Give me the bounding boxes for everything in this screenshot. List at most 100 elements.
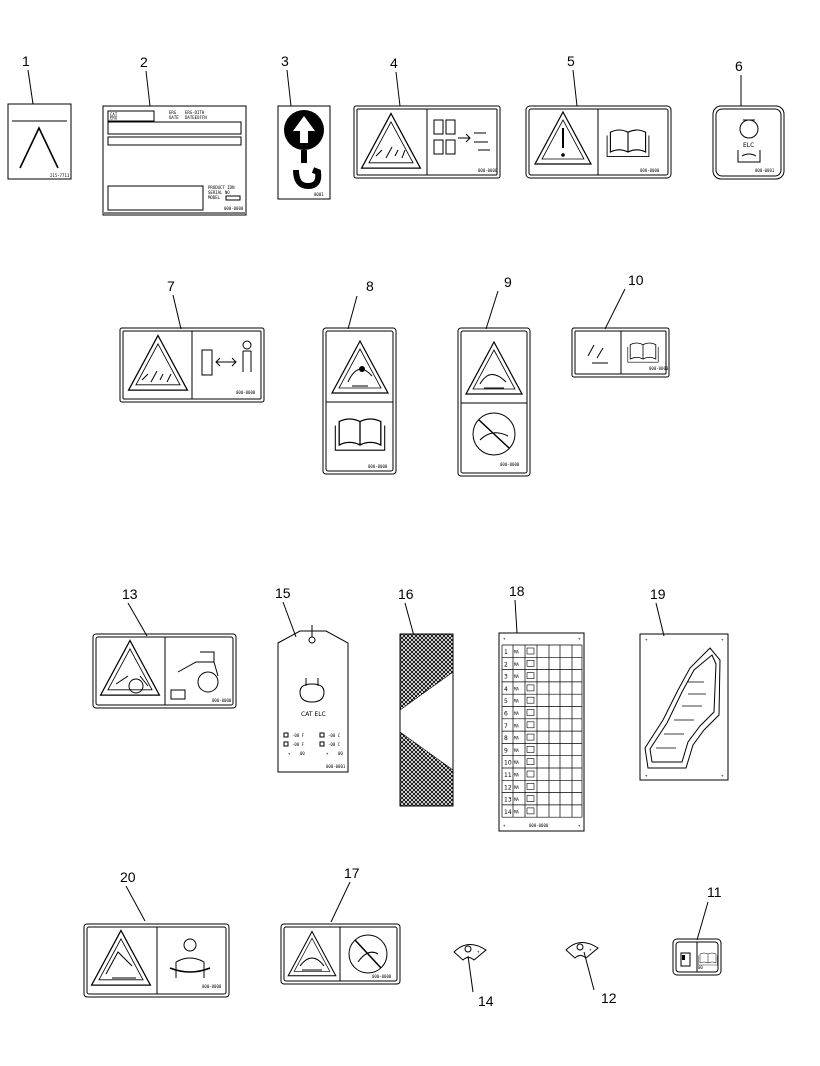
decal-18-row-code: MA [514, 748, 519, 753]
svg-text:000-0000: 000-0000 [640, 168, 660, 173]
svg-text:-00 C: -00 C [328, 733, 341, 738]
svg-text:000-0000: 000-0000 [529, 823, 549, 828]
callout-9: 9 [504, 274, 512, 290]
svg-text:00: 00 [698, 965, 703, 970]
svg-text:000-0000: 000-0000 [212, 698, 232, 703]
svg-text:+: + [477, 949, 480, 954]
svg-text:+: + [645, 637, 648, 642]
svg-text:000-0000: 000-0000 [649, 366, 669, 371]
callout-5: 5 [567, 53, 575, 69]
decal-18-row-number: 9 [504, 747, 508, 754]
decal-18-symbol-icon [526, 684, 535, 692]
decal-18-symbol-icon [526, 721, 535, 729]
decal-18-row-code: MA [514, 686, 519, 691]
svg-text:00: 00 [300, 751, 305, 756]
callout-2: 2 [140, 54, 148, 70]
decal-15-label: CAT ELC [301, 711, 326, 718]
decal-18-row-number: 10 [504, 760, 512, 767]
callout-10: 10 [628, 272, 644, 288]
decal-18-symbol-icon [526, 770, 535, 778]
decal-18-row-number: 4 [504, 686, 508, 693]
decal-18-row-number: 8 [504, 735, 508, 742]
svg-text:OATE: OATE [169, 115, 179, 120]
decal-18-symbol-icon [526, 782, 535, 790]
decal-18-row-code: MA [514, 711, 519, 716]
decal-18-row-number: 2 [504, 661, 508, 668]
decal-18-symbol-icon [526, 709, 535, 716]
callout-18: 18 [509, 583, 525, 599]
svg-text:ERG: ERG [169, 110, 177, 115]
decal-12: + [565, 942, 599, 959]
decal-18-row-code: MA [514, 785, 519, 790]
decal-3: 0001 [277, 105, 331, 200]
decal-20: 000-0000 [83, 923, 230, 998]
svg-text:+: + [326, 751, 329, 756]
decal-18-symbol-icon [526, 696, 535, 704]
svg-text:SERIAL NO: SERIAL NO [208, 190, 230, 195]
svg-text:-00 F: -00 F [292, 733, 305, 738]
svg-text:+: + [503, 823, 506, 828]
decal-18-row-number: 1 [504, 649, 508, 656]
decal-18-row-code: MA [514, 699, 519, 704]
callout-7: 7 [167, 278, 175, 294]
decal-18-row-number: 3 [504, 674, 508, 681]
callout-20: 20 [120, 869, 136, 885]
decal-18-row-code: MA [514, 736, 519, 741]
decal-5: 000-0000 [525, 105, 672, 179]
decal-18-row-code: MA [514, 723, 519, 728]
decal-4: 000-0000 [353, 105, 501, 179]
decal-18-row-number: 14 [504, 809, 512, 816]
svg-text:PRODUCT IDN: PRODUCT IDN [208, 185, 235, 190]
svg-text:+: + [288, 751, 291, 756]
callout-19: 19 [650, 586, 666, 602]
decal-18-symbol-icon [526, 659, 535, 667]
decal-18-row-code: MA [514, 797, 519, 802]
callout-12: 12 [601, 990, 617, 1006]
decal-18-symbol-icon [526, 795, 535, 802]
svg-text:-00 C: -00 C [328, 742, 341, 747]
svg-text:00: 00 [338, 751, 343, 756]
svg-text:+: + [578, 823, 581, 828]
decal-14: + [453, 944, 487, 961]
decal-18-row-code: MA [514, 760, 519, 765]
svg-text:MODEL: MODEL [208, 195, 221, 200]
svg-text:000-0000: 000-0000 [372, 974, 392, 979]
decal-10: 000-0000 [571, 327, 670, 378]
decal-6: ELC 000-0001 [712, 105, 785, 180]
decal-18-symbol-icon [526, 733, 535, 741]
callout-1: 1 [22, 53, 30, 69]
svg-text:215-7711: 215-7711 [50, 173, 70, 178]
decal-2: CAT ERG ERG ERG-DITH OATE DATEEOFFN PROD… [102, 105, 247, 216]
svg-text:+: + [503, 636, 506, 641]
callout-4: 4 [390, 55, 398, 71]
svg-text:000-0000: 000-0000 [478, 168, 498, 173]
decal-18-row-number: 11 [504, 772, 512, 779]
callout-8: 8 [366, 278, 374, 294]
callout-3: 3 [281, 53, 289, 69]
svg-text:000-0000: 000-0000 [224, 206, 244, 211]
decal-18-symbol-icon [526, 672, 535, 679]
callout-13: 13 [122, 586, 138, 602]
svg-text:000-0001: 000-0001 [755, 168, 775, 173]
svg-text:000-0000: 000-0000 [368, 464, 388, 469]
leader-lines [27, 69, 742, 993]
decal-19: + + + + [639, 633, 729, 781]
decal-15: CAT ELC -00 F -00 F -00 C -00 C + 00 + 0… [277, 625, 349, 773]
decal-18-symbol-icon [526, 647, 535, 655]
decal-1: 215-7711 [7, 103, 72, 180]
decal-13: 000-0000 [92, 633, 237, 709]
svg-text:-00 F: -00 F [292, 742, 305, 747]
decal-8: 000-0000 [322, 327, 397, 475]
decal-18-row-code: MA [514, 662, 519, 667]
decal-17: 000-0000 [280, 923, 401, 985]
decal-18-row-code: MA [514, 809, 519, 814]
decal-18-row-code: MA [514, 773, 519, 778]
decal-18-row-number: 12 [504, 784, 512, 791]
decal-18-row-number: 6 [504, 711, 508, 718]
decal-7: 000-0000 [119, 327, 265, 403]
decal-18-symbol-icon [526, 807, 535, 815]
svg-text:000-0000: 000-0000 [202, 984, 222, 989]
svg-text:0001: 0001 [314, 192, 324, 197]
